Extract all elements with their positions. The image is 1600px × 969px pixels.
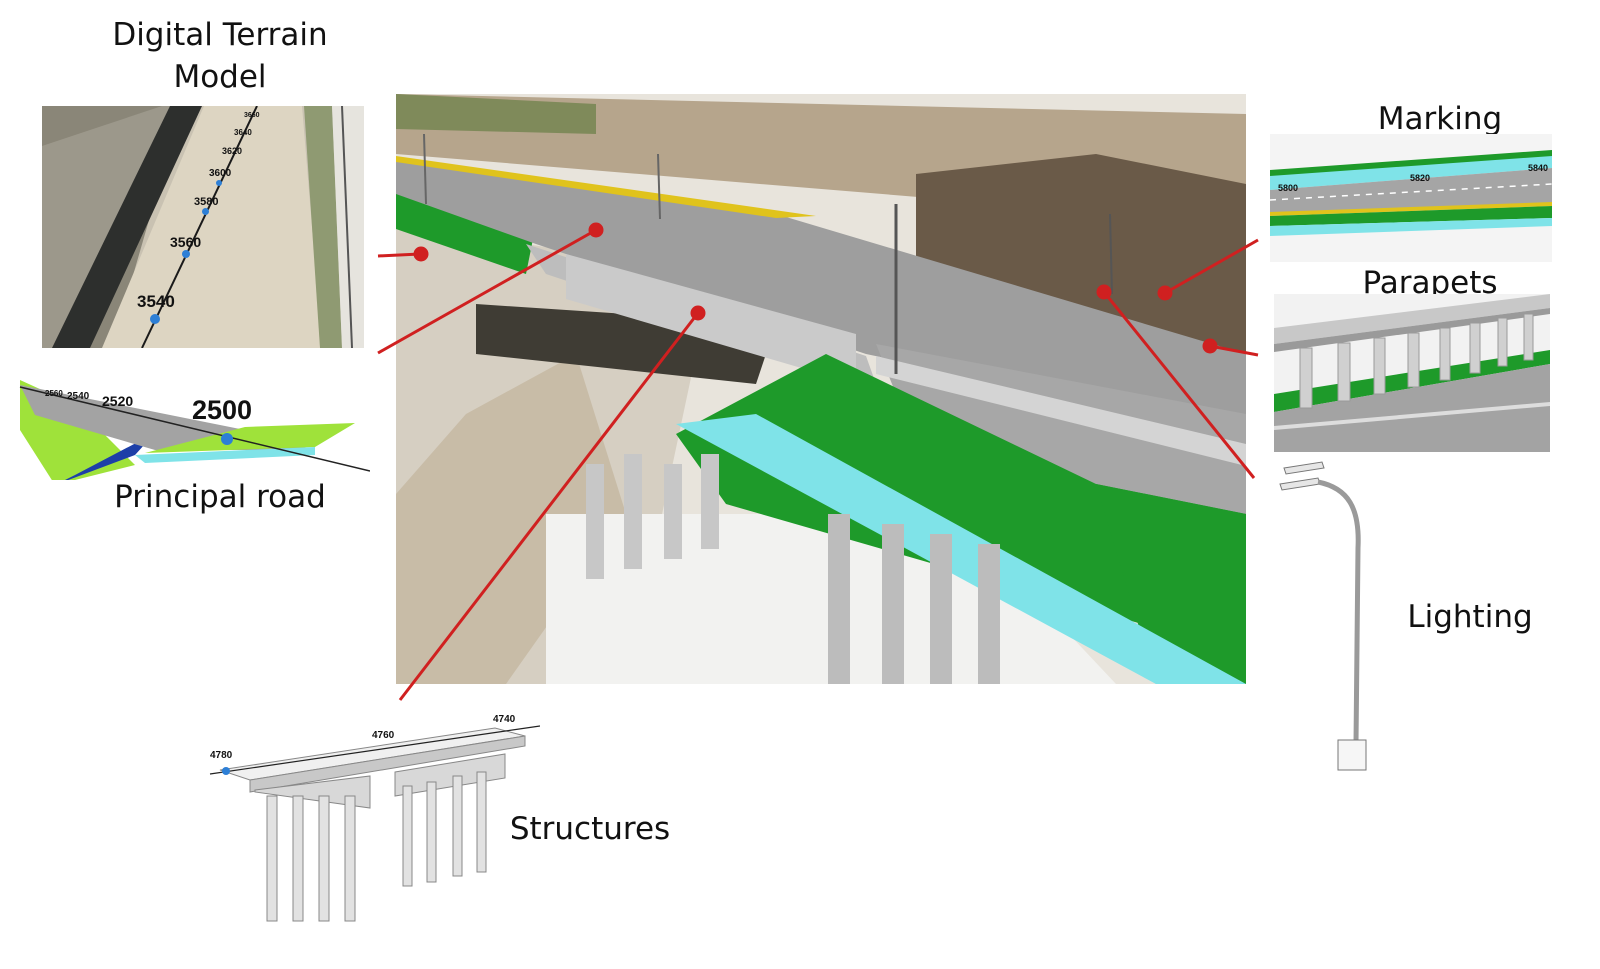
- label-dtm-line2: Model: [173, 59, 267, 95]
- dtm-station-0: 3540: [137, 292, 175, 312]
- dtm-station-label: 3640: [234, 128, 252, 137]
- dtm-panel: 3540 3560 3580 3600 3620 3640 3660: [42, 106, 364, 348]
- parapets-panel: [1274, 294, 1550, 452]
- marking-panel: 5800 5820 5840: [1270, 134, 1552, 262]
- lighting-panel: [1278, 458, 1398, 778]
- dtm-station-label: 3600: [209, 168, 232, 179]
- structures-panel: 4780 4760 4740: [205, 710, 540, 940]
- dtm-station-label: 3660: [244, 112, 260, 119]
- marking-image: [1270, 134, 1552, 262]
- lighting-pole-image: [1279, 461, 1367, 771]
- label-principal-road: Principal road: [114, 479, 326, 515]
- main-3d-view: [396, 94, 1246, 684]
- dtm-point-icon: [150, 314, 160, 324]
- dtm-station-4: 3620: [222, 146, 242, 156]
- structure-station-label: 4760: [372, 730, 395, 741]
- structure-station-label: 4740: [493, 714, 516, 725]
- road-station-1: 2520: [102, 393, 133, 409]
- label-marking: Marking: [1377, 101, 1503, 137]
- dtm-station-2: 3580: [194, 196, 218, 208]
- main-3d-image: [396, 94, 1246, 684]
- dtm-station-6: 3660: [244, 112, 260, 119]
- dtm-point-icon: [182, 250, 190, 258]
- label-lighting: Lighting: [1407, 599, 1533, 635]
- structure-station-1: 4760: [372, 730, 394, 741]
- road-station-label: 2560: [45, 389, 63, 398]
- label-structures: Structures: [509, 811, 671, 847]
- dtm-point-icon: [216, 180, 222, 186]
- dtm-station-label: 3620: [222, 146, 243, 156]
- road-station-label: 2540: [67, 391, 90, 402]
- principal-road-image: [19, 380, 370, 480]
- dtm-station-label: 3580: [194, 196, 219, 208]
- structure-station-label: 4780: [210, 750, 233, 761]
- road-station-label: 2500: [192, 395, 253, 425]
- marking-station-2: 5840: [1528, 163, 1548, 173]
- dtm-station-3: 3600: [209, 168, 231, 179]
- structure-station-2: 4740: [493, 714, 515, 725]
- road-station-0: 2500: [192, 395, 252, 426]
- road-station-2: 2540: [67, 391, 89, 402]
- parapets-image: [1274, 294, 1550, 452]
- road-station-3: 2560: [45, 389, 63, 398]
- dtm-point-icon: [202, 208, 209, 215]
- road-station-label: 2520: [102, 393, 134, 409]
- dtm-station-1: 3560: [170, 234, 201, 250]
- principal-road-panel: 2500 2520 2540 2560: [15, 375, 370, 480]
- marking-station-label: 5800: [1278, 183, 1299, 193]
- marking-station-0: 5800: [1278, 183, 1298, 193]
- dtm-station-label: 3560: [170, 234, 202, 250]
- dtm-station-label: 3540: [137, 292, 175, 311]
- marking-station-1: 5820: [1410, 173, 1430, 183]
- structures-image: [209, 725, 540, 922]
- dtm-station-5: 3640: [234, 128, 252, 137]
- marking-station-label: 5820: [1410, 173, 1431, 183]
- marking-station-label: 5840: [1528, 163, 1549, 173]
- label-dtm-line1: Digital Terrain: [112, 17, 328, 53]
- structure-station-0: 4780: [210, 750, 232, 761]
- structure-point-icon: [222, 767, 230, 775]
- road-point-icon: [221, 433, 233, 445]
- dtm-image: [42, 106, 364, 348]
